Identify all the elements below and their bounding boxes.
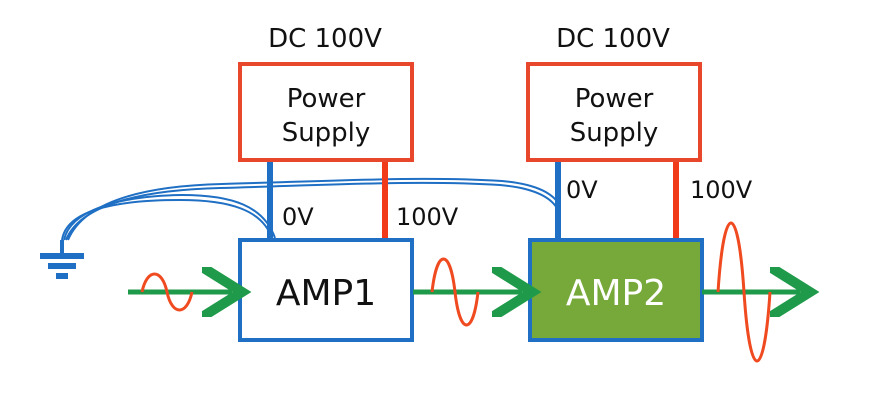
amp2-box bbox=[528, 238, 704, 342]
supply1-label-line2: Supply bbox=[282, 118, 371, 148]
amp1-box bbox=[238, 238, 414, 342]
supply1-label-line1: Power bbox=[287, 84, 366, 114]
power-supply-2-box bbox=[526, 62, 702, 162]
supply2-zero-volt-label: 0V bbox=[566, 176, 598, 204]
supply2-hundred-volt-label: 100V bbox=[690, 176, 753, 204]
ground-symbol bbox=[40, 240, 84, 279]
ground-wire bbox=[61, 177, 561, 241]
supply2-voltage-label: DC 100V bbox=[556, 24, 670, 54]
input-sine-wave bbox=[140, 272, 194, 312]
supply2-label-line1: Power bbox=[575, 84, 654, 114]
supply2-label-line2: Supply bbox=[570, 118, 659, 148]
output-sine-wave bbox=[716, 221, 772, 363]
supply1-voltage-label: DC 100V bbox=[268, 24, 382, 54]
amp1-label: AMP1 bbox=[276, 273, 376, 314]
supply1-hundred-volt-label: 100V bbox=[396, 203, 459, 231]
amp2-label: AMP2 bbox=[566, 273, 666, 314]
amplified-sine-wave bbox=[430, 257, 480, 327]
power-supply-1-box bbox=[238, 62, 414, 162]
supply1-zero-volt-label: 0V bbox=[282, 203, 314, 231]
